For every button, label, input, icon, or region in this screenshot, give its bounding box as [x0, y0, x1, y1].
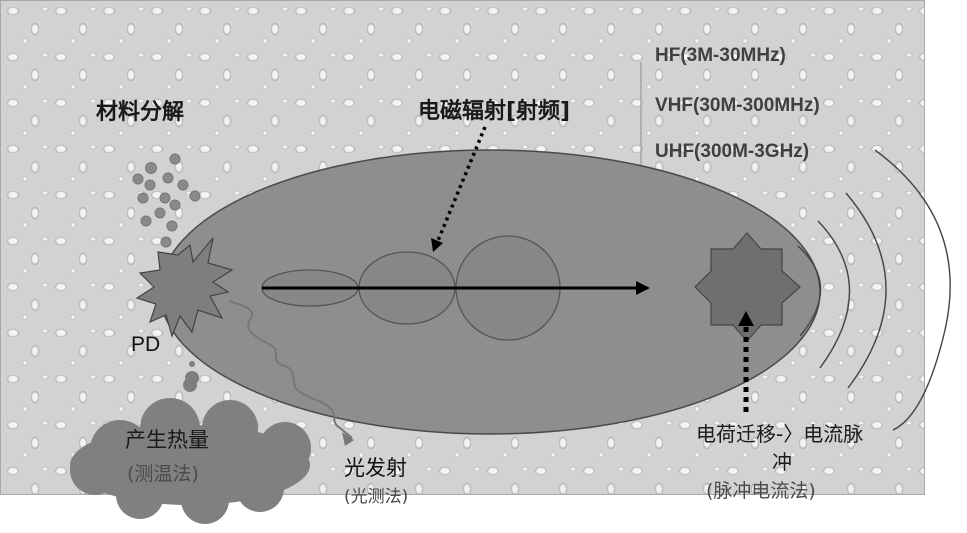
charge-method-label: (脉冲电流法)	[706, 480, 816, 502]
heat-cloud-icon	[70, 398, 311, 524]
charge-migration-label: 电荷迁移-〉电流脉	[696, 422, 864, 446]
material-decomposition-label: 材料分解	[96, 100, 185, 125]
decomposition-particles-icon	[132, 153, 201, 248]
emission-wave-arcs-icon	[797, 149, 951, 431]
em-pointer-arrowhead-icon	[431, 238, 443, 252]
pd-label: PD	[131, 333, 161, 356]
em-radiation-label: 电磁辐射[射频]	[418, 99, 571, 124]
band-hf-label: HF(3M-30MHz)	[655, 45, 786, 66]
charge-migration-label-cont: 冲	[772, 450, 792, 474]
heat-label: 产生热量	[125, 428, 209, 452]
light-wave-icon	[228, 300, 353, 439]
pd-starburst-icon	[135, 237, 234, 338]
charge-pointer-arrowhead-icon	[738, 311, 754, 326]
light-emission-label: 光发射	[344, 456, 407, 480]
heat-dots-icon	[183, 361, 199, 392]
band-uhf-label: UHF(300M-3GHz)	[655, 141, 810, 162]
light-method-label: (光测法)	[344, 487, 409, 507]
light-arrowhead-icon	[342, 432, 354, 446]
axis-arrowhead-icon	[636, 281, 650, 295]
heat-method-label: (测温法)	[127, 463, 199, 485]
band-vhf-label: VHF(30M-300MHz)	[655, 95, 820, 116]
